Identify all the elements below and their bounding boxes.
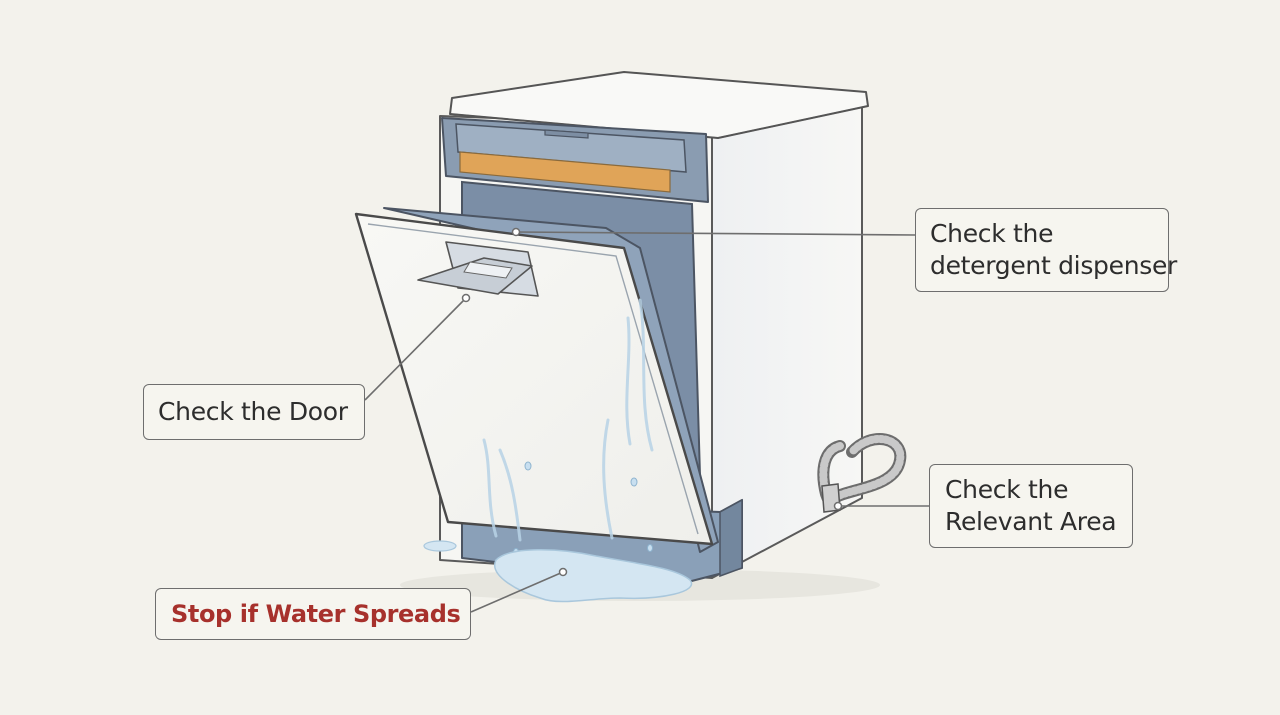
dishwasher-door — [354, 212, 714, 546]
leader-stop — [470, 571, 564, 613]
callout-check-door: Check the Door — [143, 384, 365, 440]
callout-stop-label: Stop if Water Spreads — [171, 600, 461, 628]
leader-lines — [364, 231, 929, 613]
callout-dispenser-line2: detergent dispenser — [930, 251, 1178, 280]
door-inner-rim — [367, 223, 699, 535]
leader-dots — [461, 227, 843, 577]
leader-dot-door — [461, 293, 471, 303]
drain-hose — [817, 432, 907, 507]
leader-door — [364, 297, 467, 401]
callout-door-label: Check the Door — [158, 397, 348, 426]
control-strip — [459, 151, 671, 193]
water-puddle — [494, 548, 693, 603]
control-handle — [544, 129, 589, 139]
kickplate-shade — [719, 498, 743, 578]
water-splash-small — [423, 540, 457, 552]
callout-check-relevant-area: Check the Relevant Area — [929, 464, 1133, 548]
control-panel-inner — [455, 123, 687, 173]
water-streaks — [482, 298, 654, 542]
leader-dispenser — [515, 231, 916, 236]
leader-dot-stop — [558, 567, 568, 577]
callout-relevant-line1: Check the — [945, 475, 1069, 504]
callout-relevant-line2: Relevant Area — [945, 507, 1117, 536]
callout-stop-if-water-spreads: Stop if Water Spreads — [155, 588, 471, 640]
countertop-edge — [449, 105, 869, 139]
leader-dot-dispenser — [511, 227, 521, 237]
dispenser-slot — [463, 261, 513, 279]
water-drops — [513, 461, 653, 556]
callout-dispenser-line1: Check the — [930, 219, 1054, 248]
callout-check-detergent-dispenser: Check the detergent dispenser — [915, 208, 1178, 292]
leader-dot-relevant — [833, 501, 843, 511]
